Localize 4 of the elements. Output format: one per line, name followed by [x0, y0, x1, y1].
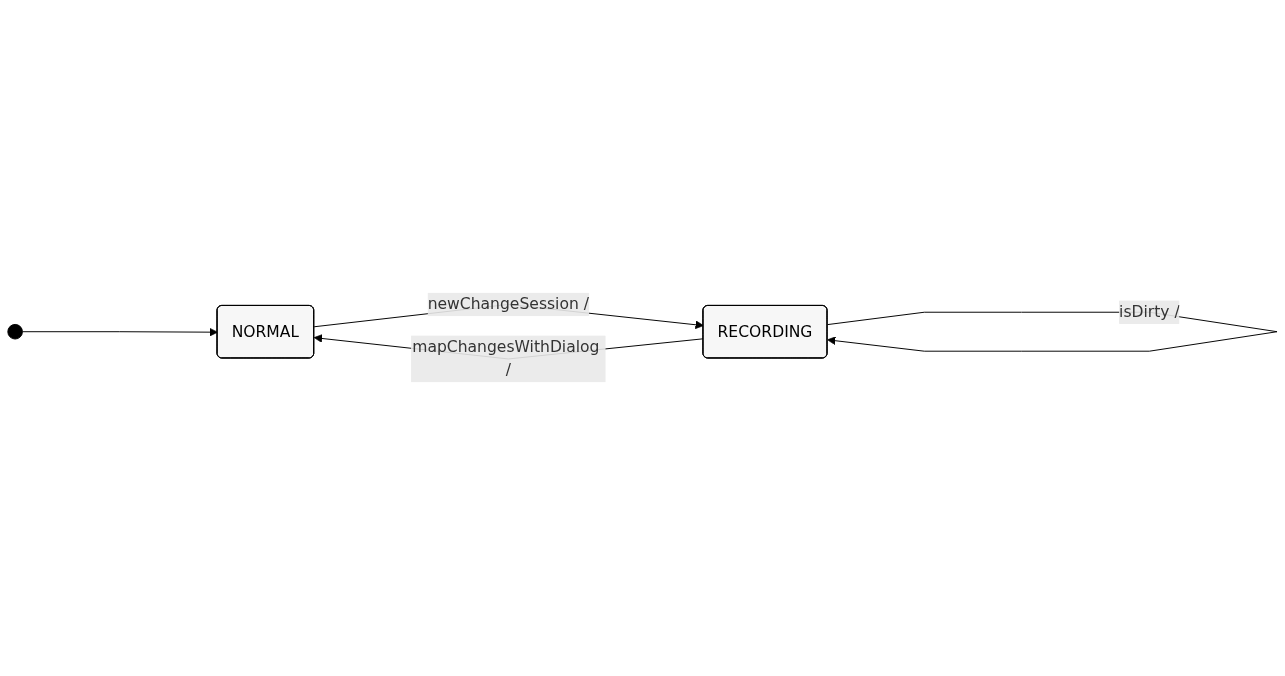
node-circle	[7, 324, 23, 340]
edge-label: newChangeSession /	[427, 295, 590, 314]
edge-label: isDirty /	[1119, 302, 1180, 322]
edge-label: mapChangesWithDialog /	[412, 338, 600, 380]
